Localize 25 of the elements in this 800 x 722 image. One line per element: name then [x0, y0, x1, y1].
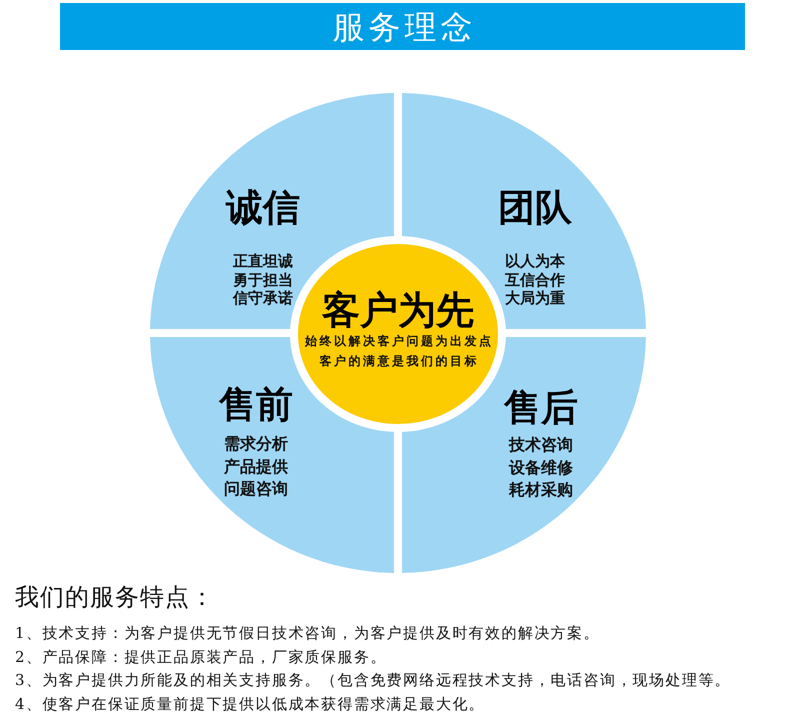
- segment-heading: 诚信: [226, 187, 300, 228]
- segment-item: 正直坦诚: [233, 252, 293, 270]
- segment-item: 勇于担当: [233, 270, 293, 289]
- segment-item: 大局为重: [505, 289, 565, 308]
- segment-heading: 售前: [219, 384, 293, 425]
- section-heading: 我们的服务特点：: [15, 582, 215, 613]
- center-heading: 客户为先: [322, 289, 474, 331]
- segment-heading: 售后: [504, 387, 578, 428]
- segment-item: 产品提供: [224, 456, 288, 478]
- segment-item: 耗材采购: [509, 479, 573, 501]
- feature-item: 2、产品保障：提供正品原装产品，厂家质保服务。: [15, 646, 387, 668]
- segment-item: 互信合作: [505, 270, 565, 289]
- center-tagline: 客户的满意是我们的目标: [318, 353, 479, 370]
- segment-item: 信守承诺: [233, 289, 293, 308]
- segment-item: 需求分析: [224, 433, 288, 455]
- feature-item: 1、技术支持：为客户提供无节假日技术咨询，为客户提供及时有效的解决方案。: [15, 623, 600, 644]
- center-tagline: 始终以解决客户问题为出发点: [304, 333, 494, 350]
- segment-item: 技术咨询: [509, 434, 573, 456]
- feature-item: 4、使客户在保证质量前提下提供以低成本获得需求满足最大化。: [15, 694, 486, 714]
- segment-item: 问题咨询: [224, 478, 288, 500]
- diagram-title: 服务理念: [332, 6, 476, 46]
- feature-item: 3、为客户提供力所能及的相关支持服务。（包含免费网络远程技术支持，电话咨询，现场处理等。: [15, 670, 732, 691]
- segment-heading: 团队: [498, 187, 572, 228]
- segment-item: 设备维修: [509, 456, 573, 478]
- segment-item: 以人为本: [505, 252, 565, 270]
